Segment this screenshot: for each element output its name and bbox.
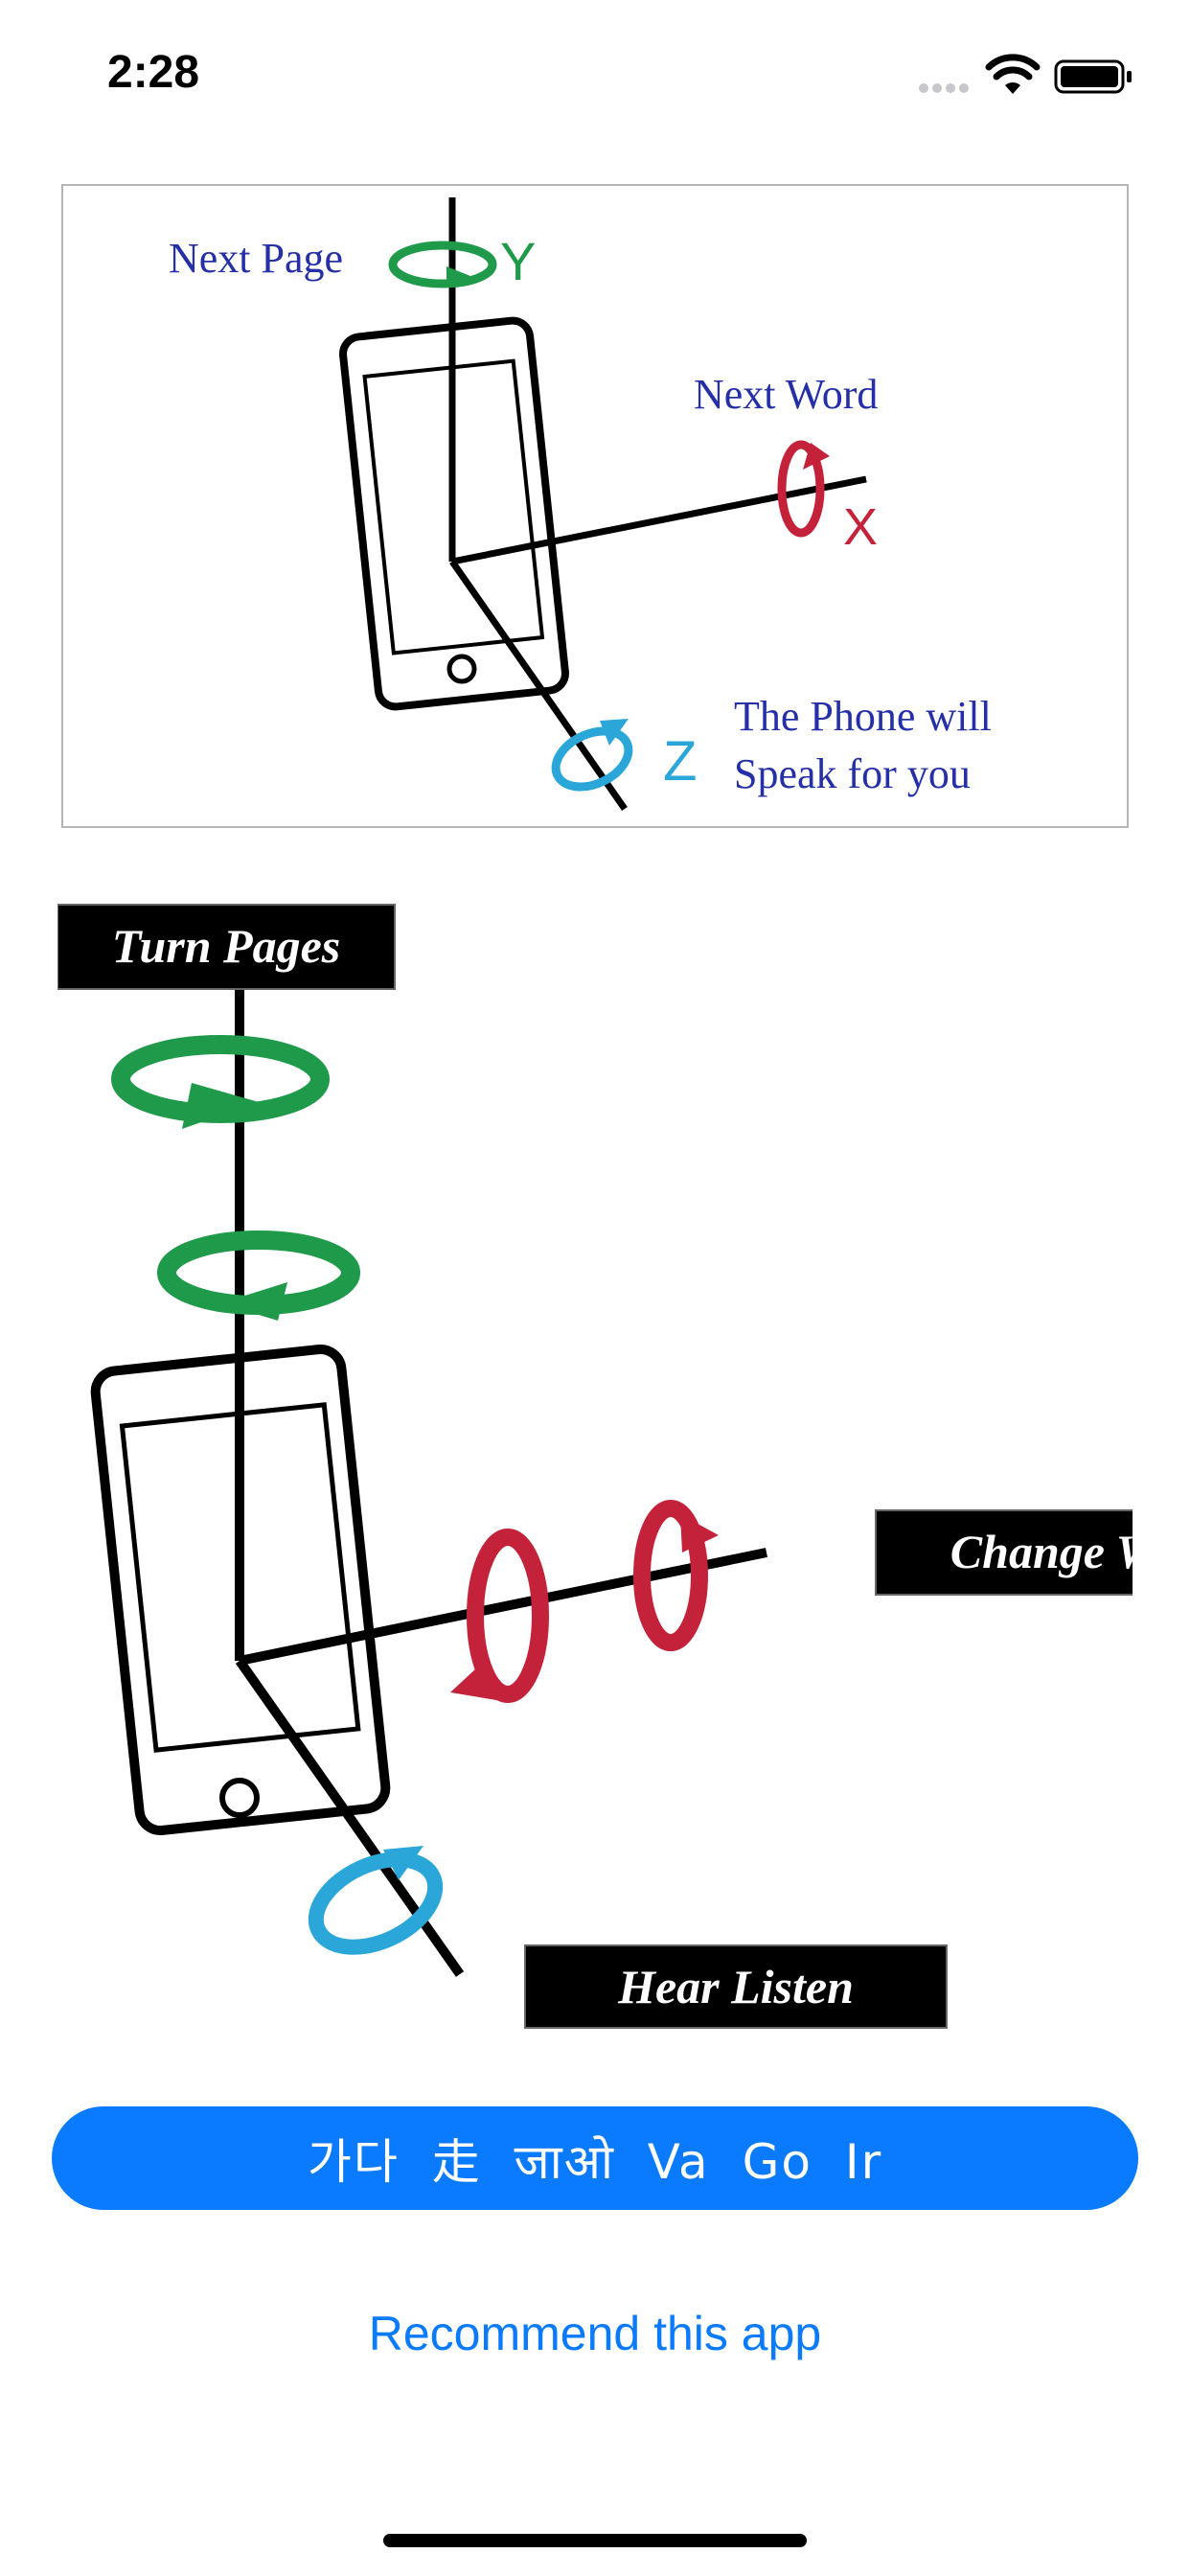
label-next-page: Next Page (169, 235, 343, 282)
label-speak-line2: Speak for you (734, 750, 971, 797)
rotate-y-icon (388, 241, 497, 288)
home-indicator[interactable] (383, 2534, 807, 2547)
axis-x-label: X (843, 498, 878, 556)
hear-listen-rotate-icon (308, 1846, 444, 1955)
status-icons (916, 54, 1136, 100)
axis-x-line (451, 475, 867, 565)
gesture-diagram-top: Next Page Y Next Word X Z The Phone will… (61, 184, 1129, 828)
change-words-rotate-icon-1 (450, 1529, 549, 1703)
battery-icon (1054, 59, 1132, 94)
status-bar: 2:28 (0, 0, 1190, 144)
phone-home-button (219, 1778, 260, 1818)
phone-screen (362, 358, 545, 656)
axis-z-label: Z (663, 730, 697, 793)
label-turn-pages: Turn Pages (112, 919, 340, 973)
turn-pages-rotate-icon-1 (111, 1035, 330, 1129)
language-go-button[interactable]: 가다 走 जाओ Va Go Ir (52, 2106, 1138, 2210)
phone-outline (339, 316, 569, 711)
label-next-word: Next Word (694, 371, 878, 418)
axis-y-label: Y (500, 231, 536, 291)
change-words-rotate-icon-2 (633, 1500, 719, 1651)
gesture-actions-diagram: Turn Pages Change Words Hear Listen (57, 904, 1190, 2029)
label-change-words: Change Words (950, 1525, 1133, 1578)
cellular-signal-icon (919, 83, 969, 93)
phone-outline (90, 1345, 391, 1835)
rotation-axes-diagram: Next Page Y Next Word X Z The Phone will… (169, 197, 992, 812)
recommend-app-link[interactable]: Recommend this app (368, 2307, 822, 2360)
axis-horizontal-line (238, 1548, 768, 1666)
phone-home-button (446, 654, 477, 684)
axis-z-line (449, 559, 628, 812)
turn-pages-rotate-icon-2 (157, 1230, 360, 1321)
label-speak-line1: The Phone will (734, 693, 992, 740)
rotate-z-icon (551, 719, 633, 792)
gesture-diagram-bottom: Turn Pages Change Words Hear Listen (57, 901, 1190, 2032)
wifi-icon (985, 54, 1041, 94)
status-time: 2:28 (107, 47, 200, 98)
phone-screen (119, 1402, 361, 1753)
label-hear-listen: Hear Listen (617, 1960, 854, 2013)
rotate-x-icon (777, 440, 830, 538)
